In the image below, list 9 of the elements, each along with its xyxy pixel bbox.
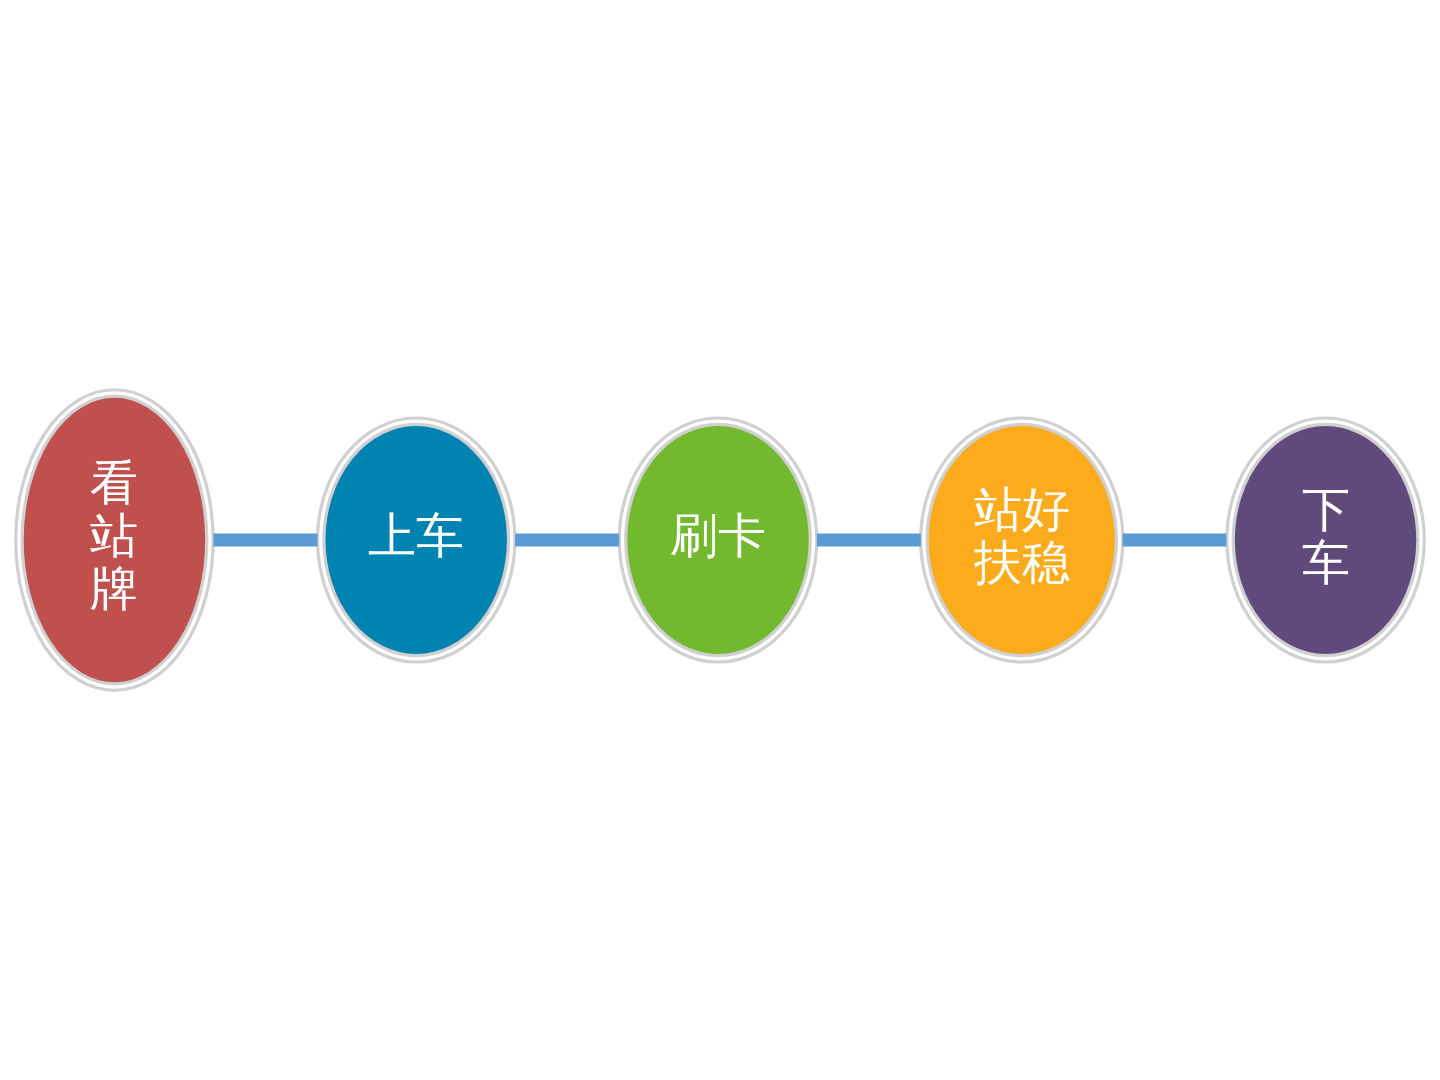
node-ellipse: 刷卡 [617,416,819,664]
node-ellipse: 上车 [315,416,517,664]
node-ellipse: 站好扶稳 [919,416,1125,664]
connector [213,533,318,547]
node-ellipse: 看站牌 [14,388,215,692]
connector [1122,533,1227,547]
connector [816,533,921,547]
connector [515,533,620,547]
node-ellipse: 下车 [1225,416,1426,664]
